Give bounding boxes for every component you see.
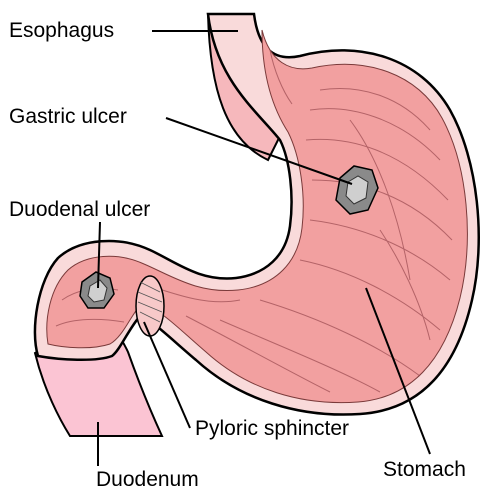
duodenum-label: Duodenum	[96, 469, 199, 490]
stomach-label: Stomach	[383, 459, 466, 480]
gastric-ulcer-label: Gastric ulcer	[9, 106, 127, 127]
pyloric-sphincter-ring	[136, 276, 164, 336]
pyloric-sphincter-label: Pyloric sphincter	[195, 418, 349, 439]
esophagus-label: Esophagus	[9, 20, 114, 41]
duodenal-ulcer-label: Duodenal ulcer	[9, 199, 150, 220]
